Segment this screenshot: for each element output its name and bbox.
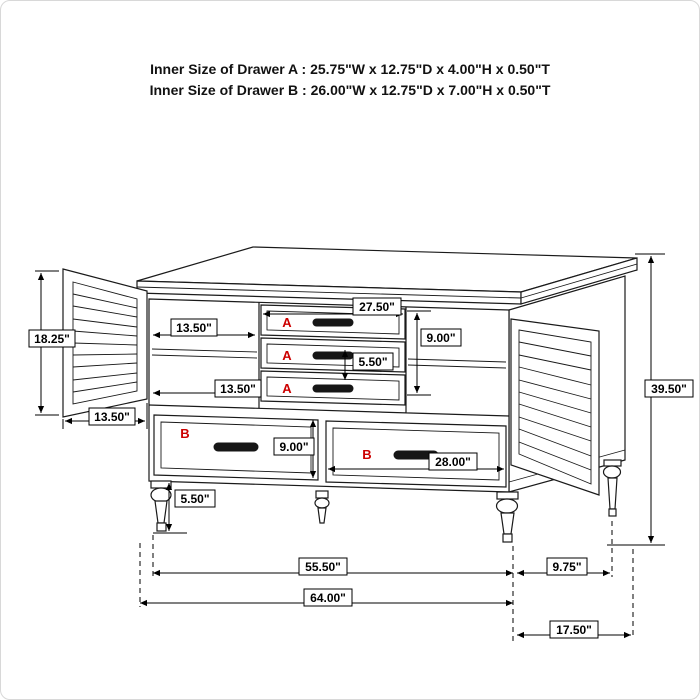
svg-text:9.00": 9.00"	[279, 440, 308, 454]
dim-upper-shelf-width: 13.50"	[153, 318, 255, 339]
svg-text:17.50": 17.50"	[556, 623, 592, 637]
dim-drawer-a-front-height: 5.50"	[341, 350, 394, 380]
right-compartment-shelf	[407, 358, 507, 369]
svg-text:5.50": 5.50"	[180, 492, 209, 506]
projection-lines	[139, 521, 634, 641]
right-door-frame	[518, 329, 592, 485]
drawer-a-spec-line: Inner Size of Drawer A : 25.75"W x 12.75…	[150, 61, 550, 77]
label-drawer-a1: A	[282, 315, 292, 330]
drawer-a2-bevel	[266, 343, 400, 368]
svg-text:5.50": 5.50"	[358, 355, 387, 369]
left-compartment-shelf	[151, 348, 258, 359]
label-drawer-b-left: B	[180, 426, 189, 441]
drawer-a1-handle	[312, 318, 354, 327]
center-leg	[314, 490, 330, 524]
label-drawer-b-right: B	[362, 447, 371, 462]
svg-text:13.50": 13.50"	[94, 410, 130, 424]
svg-text:13.50": 13.50"	[176, 321, 212, 335]
front-right-leg	[495, 491, 519, 543]
svg-text:55.50": 55.50"	[305, 560, 341, 574]
dim-front-width: 55.50"	[153, 557, 513, 577]
dim-drawer-a-width: 27.50"	[263, 297, 403, 318]
top-slab	[136, 246, 638, 305]
drawer-a3-bevel	[266, 376, 400, 401]
drawer-a3-handle	[312, 384, 354, 393]
drawer-a2-handle	[312, 351, 354, 360]
svg-text:9.75": 9.75"	[552, 560, 581, 574]
left-louvered-door	[62, 268, 148, 418]
label-drawer-a3: A	[282, 381, 292, 396]
dim-lower-shelf-width: 13.50"	[153, 379, 262, 398]
dim-overall-depth: 17.50"	[517, 620, 631, 639]
dim-overall-width: 64.00"	[140, 588, 513, 607]
left-door-frame	[72, 281, 138, 405]
svg-text:9.00": 9.00"	[426, 331, 455, 345]
doors	[62, 268, 600, 496]
drawer-spec-header: Inner Size of Drawer A : 25.75"W x 12.75…	[1, 59, 699, 101]
dim-drawer-b-height: 9.00"	[273, 420, 317, 478]
label-drawer-a2: A	[282, 348, 292, 363]
svg-text:13.50": 13.50"	[220, 382, 256, 396]
dim-leg-height: 5.50"	[153, 483, 216, 534]
dim-left-door-width: 13.50"	[62, 403, 148, 429]
dimensions: 13.50" 27.50" 9.00" 5.50"	[28, 253, 694, 639]
drawer-b-right-bevel	[332, 427, 500, 481]
svg-text:28.00": 28.00"	[435, 455, 471, 469]
dim-side-offset: 9.75"	[517, 557, 610, 577]
dim-left-door-height: 18.25"	[28, 270, 76, 416]
svg-text:39.50": 39.50"	[651, 382, 687, 396]
right-louvered-door	[510, 318, 600, 496]
front-left-leg	[150, 480, 172, 532]
drawer-b-left-handle	[213, 442, 259, 452]
right-door-louvers	[518, 341, 592, 471]
drawer-b-spec-line: Inner Size of Drawer B : 26.00"W x 12.75…	[149, 82, 551, 98]
dim-overall-height: 39.50"	[607, 253, 694, 546]
back-right-leg	[602, 459, 622, 517]
part-labels: A A A B B	[180, 315, 371, 462]
svg-text:18.25": 18.25"	[34, 332, 70, 346]
drawer-b-row	[153, 414, 507, 488]
svg-text:64.00": 64.00"	[310, 591, 346, 605]
svg-text:27.50": 27.50"	[359, 300, 395, 314]
dim-drawer-a-opening-height: 9.00"	[407, 310, 462, 396]
dim-drawer-b-width: 28.00"	[328, 452, 504, 473]
left-door-louvers	[72, 293, 138, 393]
